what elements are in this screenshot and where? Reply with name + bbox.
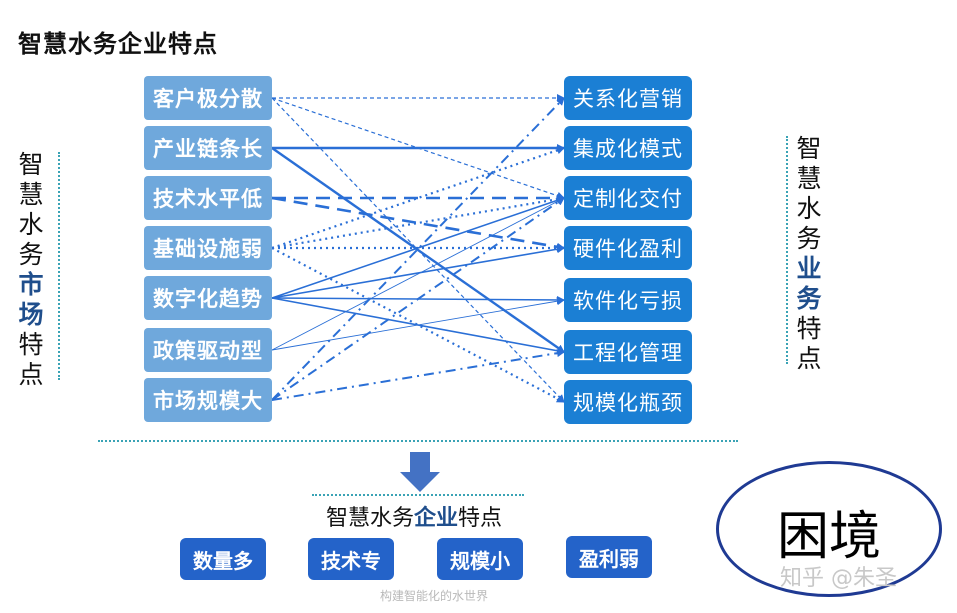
connection-line: [271, 197, 565, 401]
connection-line: [271, 245, 565, 299]
connection-line: [271, 247, 565, 403]
dilemma-label: 困境: [776, 507, 881, 567]
connection-line: [271, 196, 565, 251]
market-traits-vertical-label: 智 慧 水 务 市 场 特 点: [18, 150, 44, 389]
enterprise-trait-pill: 盈利弱: [566, 536, 652, 578]
market-trait-box: 政策驱动型: [144, 328, 272, 372]
dilemma-oval: [716, 461, 942, 597]
business-trait-box: 集成化模式: [564, 126, 692, 170]
enterprise-trait-pill: 规模小: [437, 538, 523, 580]
enterprise-traits-title: 智慧水务企业特点: [326, 506, 503, 531]
connection-line: [271, 196, 565, 299]
market-trait-box: 数字化趋势: [144, 276, 272, 320]
market-trait-box: 技术水平低: [144, 176, 272, 220]
subtitle-dotted-rule: [312, 494, 524, 496]
connection-line: [271, 349, 565, 401]
watermark: 知乎 @朱圣: [780, 566, 897, 591]
business-traits-vertical-label: 智 慧 水 务 业 务 特 点: [796, 134, 822, 373]
market-trait-box: 市场规模大: [144, 378, 272, 422]
connection-line: [271, 197, 565, 351]
connection-line: [271, 297, 565, 351]
business-trait-box: 硬件化盈利: [564, 226, 692, 270]
business-trait-box: 工程化管理: [564, 330, 692, 374]
page-title: 智慧水务企业特点: [18, 30, 218, 58]
market-trait-box: 客户极分散: [144, 76, 272, 120]
market-trait-box: 基础设施弱: [144, 226, 272, 270]
connection-line: [271, 147, 565, 353]
down-arrow-icon: [400, 452, 440, 492]
enterprise-trait-pill: 数量多: [180, 538, 266, 580]
caption: 构建智能化的水世界: [380, 589, 489, 603]
business-trait-box: 软件化亏损: [564, 278, 692, 322]
business-trait-box: 关系化营销: [564, 76, 692, 120]
left-dotted-rule: [58, 152, 60, 380]
right-dotted-rule: [786, 136, 788, 364]
connection-line: [271, 195, 565, 250]
section-divider: [98, 440, 738, 442]
market-trait-box: 产业链条长: [144, 126, 272, 170]
enterprise-trait-pill: 技术专: [308, 538, 394, 580]
business-trait-box: 定制化交付: [564, 176, 692, 220]
business-trait-box: 规模化瓶颈: [564, 380, 692, 424]
connection-line: [271, 97, 565, 401]
